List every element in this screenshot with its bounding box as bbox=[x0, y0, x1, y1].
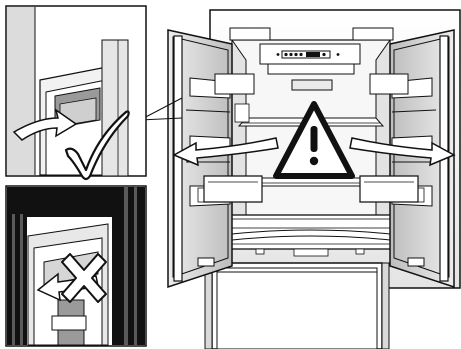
inset-panel-correct bbox=[6, 6, 182, 179]
left-door bbox=[168, 30, 232, 287]
freezer-drawer bbox=[205, 263, 389, 349]
interior-right-wall bbox=[376, 40, 390, 235]
interior-left-wall bbox=[232, 40, 246, 235]
control-panel bbox=[260, 44, 360, 74]
fridge-main-view bbox=[168, 10, 460, 349]
interior-light bbox=[292, 80, 332, 90]
inset-panel-incorrect bbox=[6, 186, 146, 346]
left-hinge bbox=[230, 28, 270, 40]
right-hinge bbox=[353, 28, 393, 40]
